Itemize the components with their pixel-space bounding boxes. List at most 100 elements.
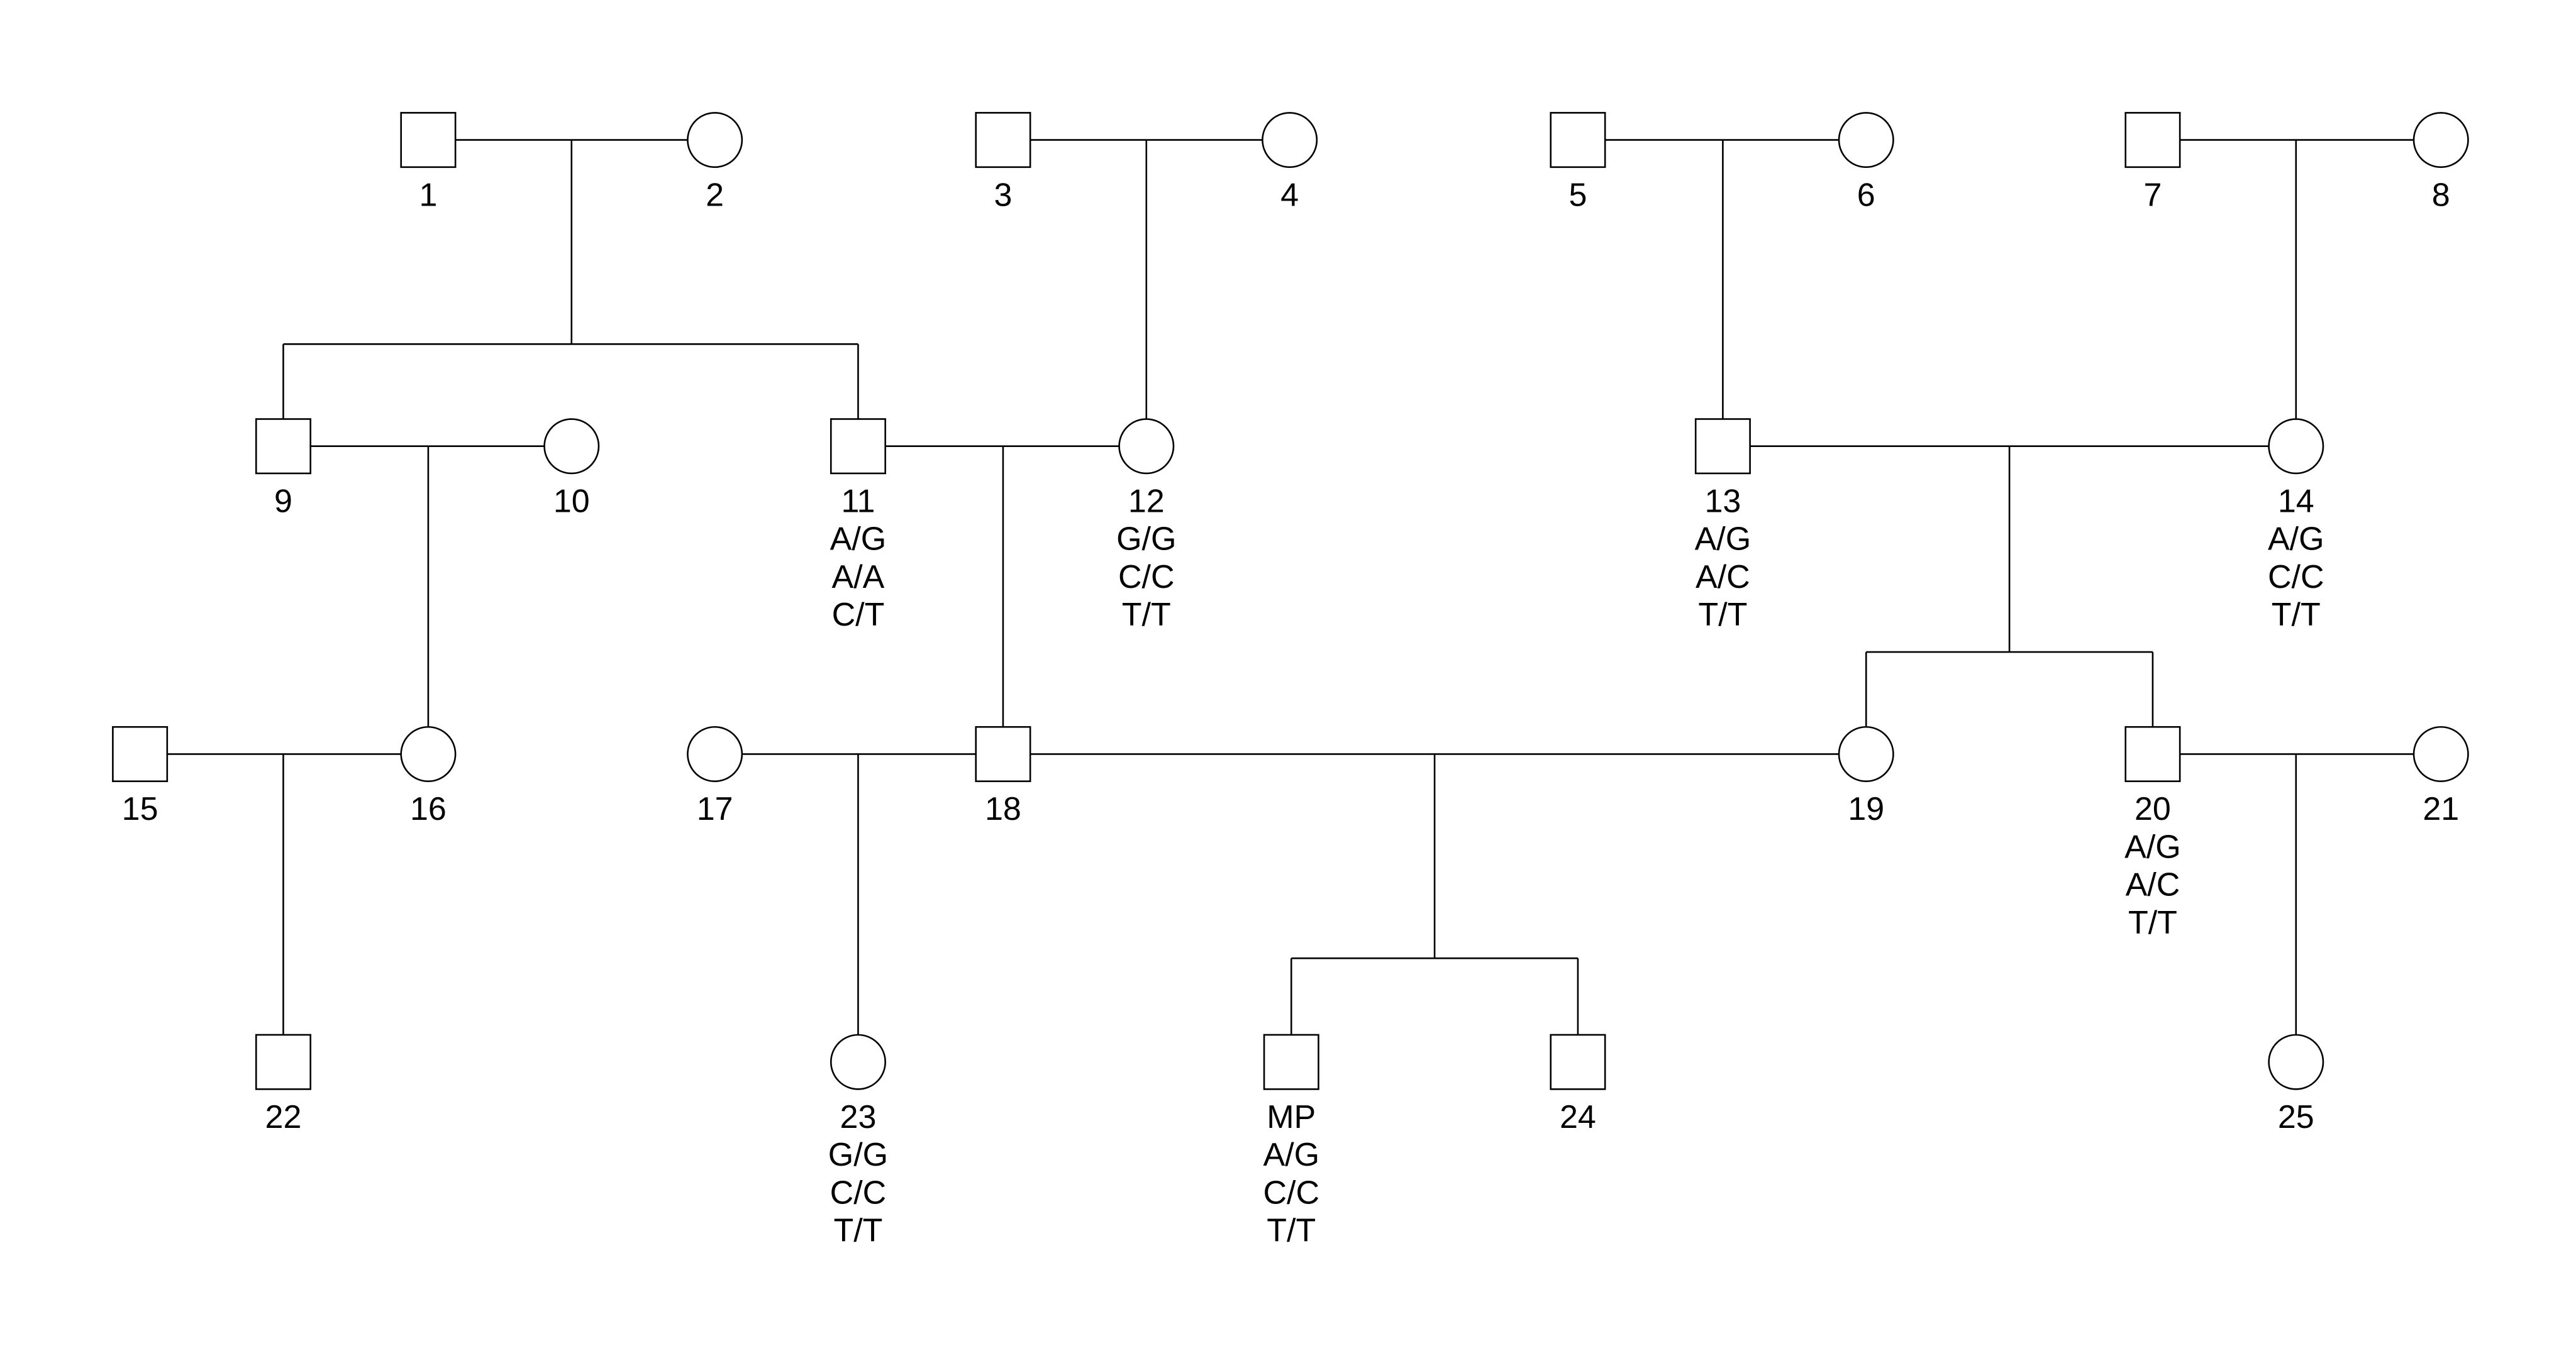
genotype-label: C/C	[1263, 1174, 1319, 1211]
individual-4: 4	[1262, 112, 1318, 213]
individual-13: 13A/GA/CT/T	[1694, 418, 1752, 633]
individual-label: 24	[1560, 1099, 1596, 1135]
individual-2: 2	[687, 112, 743, 213]
individual-label: 1	[419, 177, 437, 213]
individual-9: 9	[255, 418, 311, 519]
individual-label: 18	[985, 791, 1021, 827]
individual-5: 5	[1550, 112, 1606, 213]
genotype-label: A/A	[832, 559, 885, 595]
individual-25: 25	[2268, 1034, 2324, 1135]
individual-label: MP	[1267, 1099, 1316, 1135]
genotype-label: T/T	[2272, 597, 2321, 633]
individual-7: 7	[2124, 112, 2181, 213]
affected-female-symbol	[830, 1034, 886, 1090]
individual-label: 8	[2432, 177, 2450, 213]
individual-21: 21	[2412, 726, 2469, 827]
individual-mp: MPA/GC/CT/T	[1263, 1034, 1319, 1249]
genotype-label: A/G	[1263, 1137, 1319, 1173]
individual-label: 5	[1568, 177, 1587, 213]
individual-10: 10	[543, 418, 600, 519]
individual-19: 19	[1838, 726, 1894, 827]
female-symbol	[2268, 1034, 2324, 1090]
individual-label: 11	[841, 483, 875, 519]
female-symbol	[2412, 112, 2469, 168]
female-symbol	[1262, 112, 1318, 168]
female-symbol	[400, 726, 457, 782]
genotype-label: A/G	[2268, 521, 2324, 558]
individual-label: 10	[553, 483, 590, 519]
individual-24: 24	[1550, 1034, 1606, 1135]
individual-17: 17	[687, 726, 743, 827]
individual-label: 15	[122, 791, 158, 827]
female-symbol	[543, 418, 600, 475]
individual-12: 12G/GC/CT/T	[1116, 418, 1176, 633]
individual-label: 23	[840, 1099, 877, 1135]
male-symbol	[975, 726, 1031, 782]
individual-1: 1	[400, 112, 457, 213]
male-symbol	[1550, 1034, 1606, 1090]
genotype-label: A/C	[2126, 867, 2180, 903]
genotype-label: C/C	[1118, 559, 1175, 595]
genotype-label: T/T	[1122, 597, 1171, 633]
female-symbol	[687, 726, 743, 782]
genotype-label: T/T	[1698, 597, 1747, 633]
affected-male-symbol	[830, 418, 886, 475]
individual-label: 12	[1128, 483, 1165, 519]
affected-female-symbol	[2268, 418, 2324, 475]
individual-label: 3	[994, 177, 1012, 213]
individual-23: 23G/GC/CT/T	[828, 1034, 888, 1249]
female-symbol	[2412, 726, 2469, 782]
female-symbol	[1838, 112, 1894, 168]
individual-label: 6	[1857, 177, 1875, 213]
genotype-label: T/T	[2128, 905, 2177, 941]
male-symbol	[975, 112, 1031, 168]
female-symbol	[687, 112, 743, 168]
genotype-label: T/T	[1267, 1213, 1316, 1249]
individual-label: 21	[2423, 791, 2459, 827]
male-symbol	[255, 418, 311, 475]
individual-label: 20	[2135, 791, 2171, 827]
individual-label: 7	[2143, 177, 2162, 213]
female-symbol	[1838, 726, 1894, 782]
proband-male-symbol	[1263, 1034, 1319, 1090]
relationship-lines	[140, 139, 2441, 1035]
individual-22: 22	[255, 1034, 311, 1135]
individual-18: 18	[975, 726, 1031, 827]
genotype-label: G/G	[828, 1137, 888, 1173]
male-symbol	[112, 726, 169, 782]
individual-3: 3	[975, 112, 1031, 213]
individual-label: 22	[265, 1099, 302, 1135]
individual-label: 16	[410, 791, 447, 827]
individual-label: 4	[1280, 177, 1299, 213]
individual-label: 14	[2278, 483, 2314, 519]
genotype-label: A/G	[2124, 829, 2181, 865]
individual-label: 9	[274, 483, 292, 519]
genotype-label: T/T	[833, 1213, 882, 1249]
individual-label: 13	[1704, 483, 1741, 519]
affected-male-symbol	[1694, 418, 1751, 475]
individual-11: 11A/GA/AC/T	[830, 418, 887, 633]
individual-20: 20A/GA/CT/T	[2124, 726, 2181, 941]
individual-16: 16	[400, 726, 457, 827]
individual-15: 15	[112, 726, 169, 827]
individual-14: 14A/GC/CT/T	[2268, 418, 2324, 633]
affected-male-symbol	[2124, 726, 2181, 782]
individual-label: 2	[706, 177, 724, 213]
genotype-label: C/T	[832, 597, 885, 633]
individual-label: 17	[697, 791, 733, 827]
male-symbol	[2124, 112, 2181, 168]
male-symbol	[400, 112, 457, 168]
individual-label: 19	[1848, 791, 1884, 827]
genotype-label: G/G	[1116, 521, 1176, 558]
genotype-label: A/C	[1696, 559, 1750, 595]
genotype-label: C/C	[2268, 559, 2324, 595]
genotype-label: A/G	[830, 521, 887, 558]
affected-female-symbol	[1118, 418, 1175, 475]
genotype-label: A/G	[1695, 521, 1752, 558]
individual-6: 6	[1838, 112, 1894, 213]
genotype-label: C/C	[830, 1174, 887, 1211]
male-symbol	[255, 1034, 311, 1090]
individual-label: 25	[2278, 1099, 2314, 1135]
